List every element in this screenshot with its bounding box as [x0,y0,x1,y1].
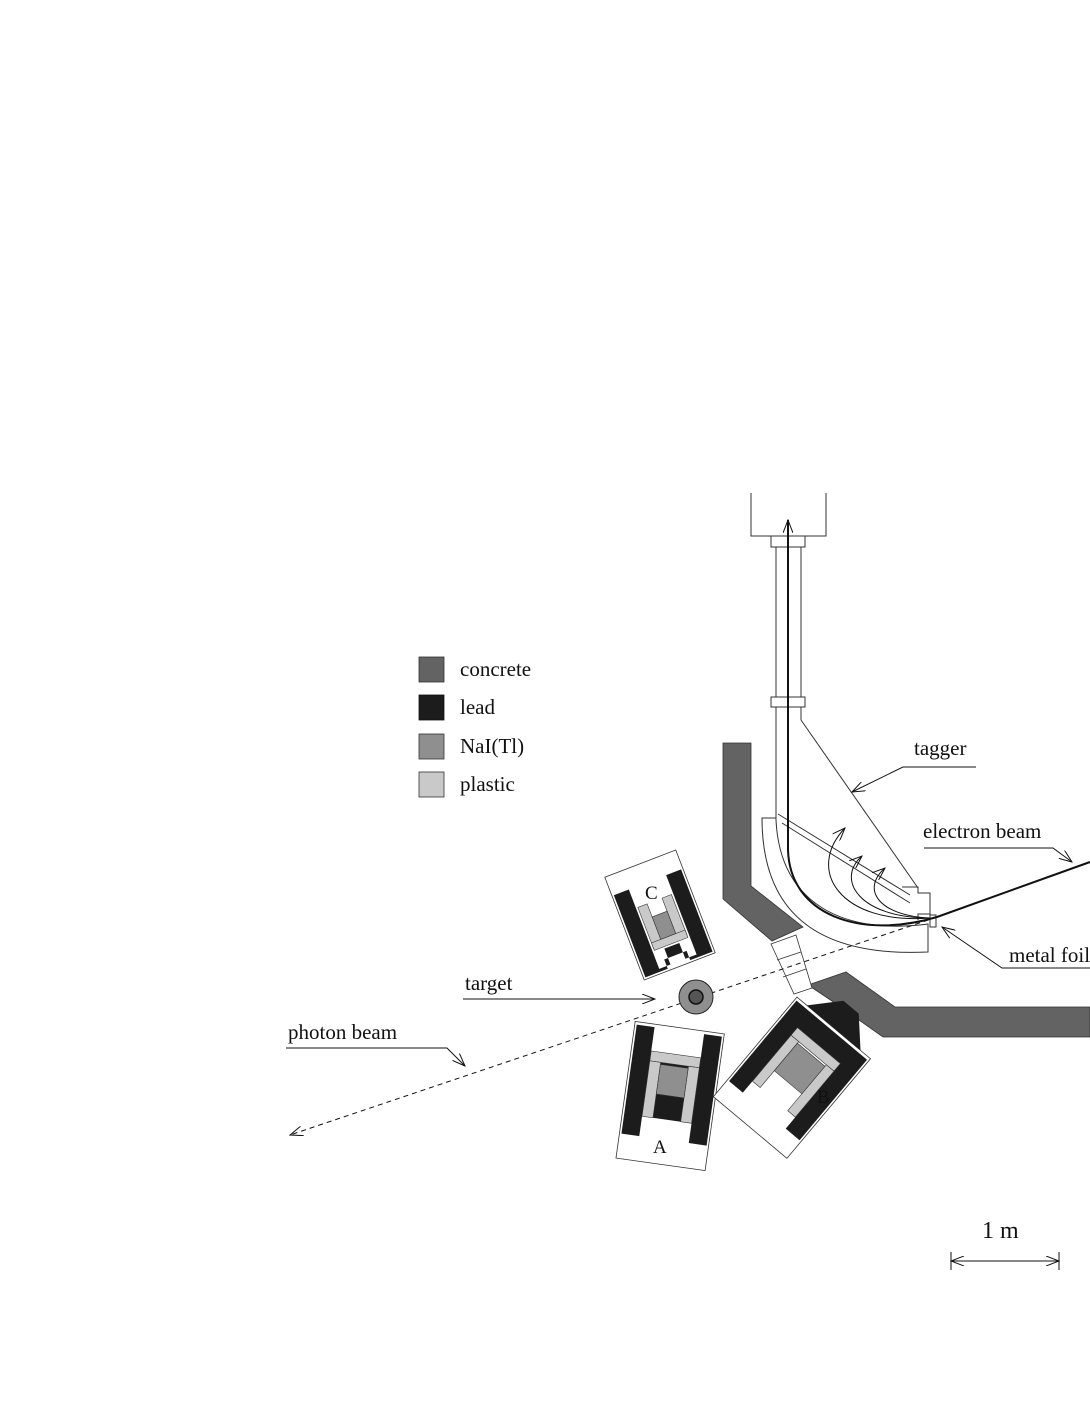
legend: concrete lead NaI(Tl) plastic [418,656,531,798]
scale-bar-label: 1 m [982,1218,1019,1244]
legend-swatch-lead [418,694,445,721]
metal-foil-holder [929,914,937,928]
detector-c-lead-shield [613,869,713,978]
legend-swatch-plastic [418,771,445,798]
electron-beam-label: electron beam [923,819,1041,843]
detector-b-lead-nose [806,1000,861,1051]
tagger-focal-plane [800,719,919,889]
electron-trajectories [788,520,1090,927]
photon-beam-line [290,916,938,1135]
collimator-block [770,934,813,995]
detector-b-plastic-top [790,1027,841,1072]
detector-c [604,849,716,981]
tagger-magnet-outline [761,817,929,953]
tagger-exit-box [902,886,931,920]
callouts [286,766,1090,1066]
scale-bar: 1 m [951,1218,1059,1270]
detector-b-lead-shield [729,1000,868,1141]
collimator [770,934,813,995]
legend-item-lead: lead [418,694,495,721]
tagger-spectrometer [750,493,937,953]
detector-b-label: B [817,1087,830,1108]
detector-a [615,1020,725,1172]
concrete-wall-left [722,742,804,942]
detector-b [712,996,872,1159]
legend-item-plastic: plastic [418,771,515,798]
tagged-electron-path-1 [828,828,931,920]
tagger-label: tagger [914,736,966,760]
tagged-electron-path-3 [874,868,931,919]
legend-swatch-nai [418,733,445,760]
detector-a-nai-crystal [655,1064,689,1099]
photon-beam-leader [286,1047,465,1066]
legend-item-nai: NaI(Tl) [418,733,524,760]
tagger-inner-strip-2 [781,822,911,904]
target-label: target [465,971,513,995]
legend-label-lead: lead [460,695,495,719]
tagged-electron-path-2 [851,856,931,919]
detector-a-label: A [653,1137,667,1158]
target [678,979,714,1015]
legend-label-nai: NaI(Tl) [460,734,524,758]
main-electron-path [788,520,1090,927]
collimator-divider-2 [782,968,807,978]
detector-c-label: C [645,883,658,904]
concrete-shielding [722,742,1090,1038]
detector-c-nai-crystal [651,910,677,940]
collimator-divider-1 [776,951,802,961]
legend-label-plastic: plastic [460,772,515,796]
metal-foil-leader [942,927,1090,969]
detector-b-nai-crystal [773,1042,826,1095]
legend-item-concrete: concrete [418,656,531,683]
tagger-inner-strip-1 [777,813,911,896]
electron-beam-leader [924,847,1072,862]
legend-swatch-concrete [418,656,445,683]
detector-a-plastic-top [649,1050,702,1069]
target-cell [688,989,704,1005]
legend-label-concrete: concrete [460,657,531,681]
metal-foil-label: metal foil [1009,943,1090,967]
tagger-leader [852,766,976,792]
photon-beam-label: photon beam [288,1020,397,1044]
